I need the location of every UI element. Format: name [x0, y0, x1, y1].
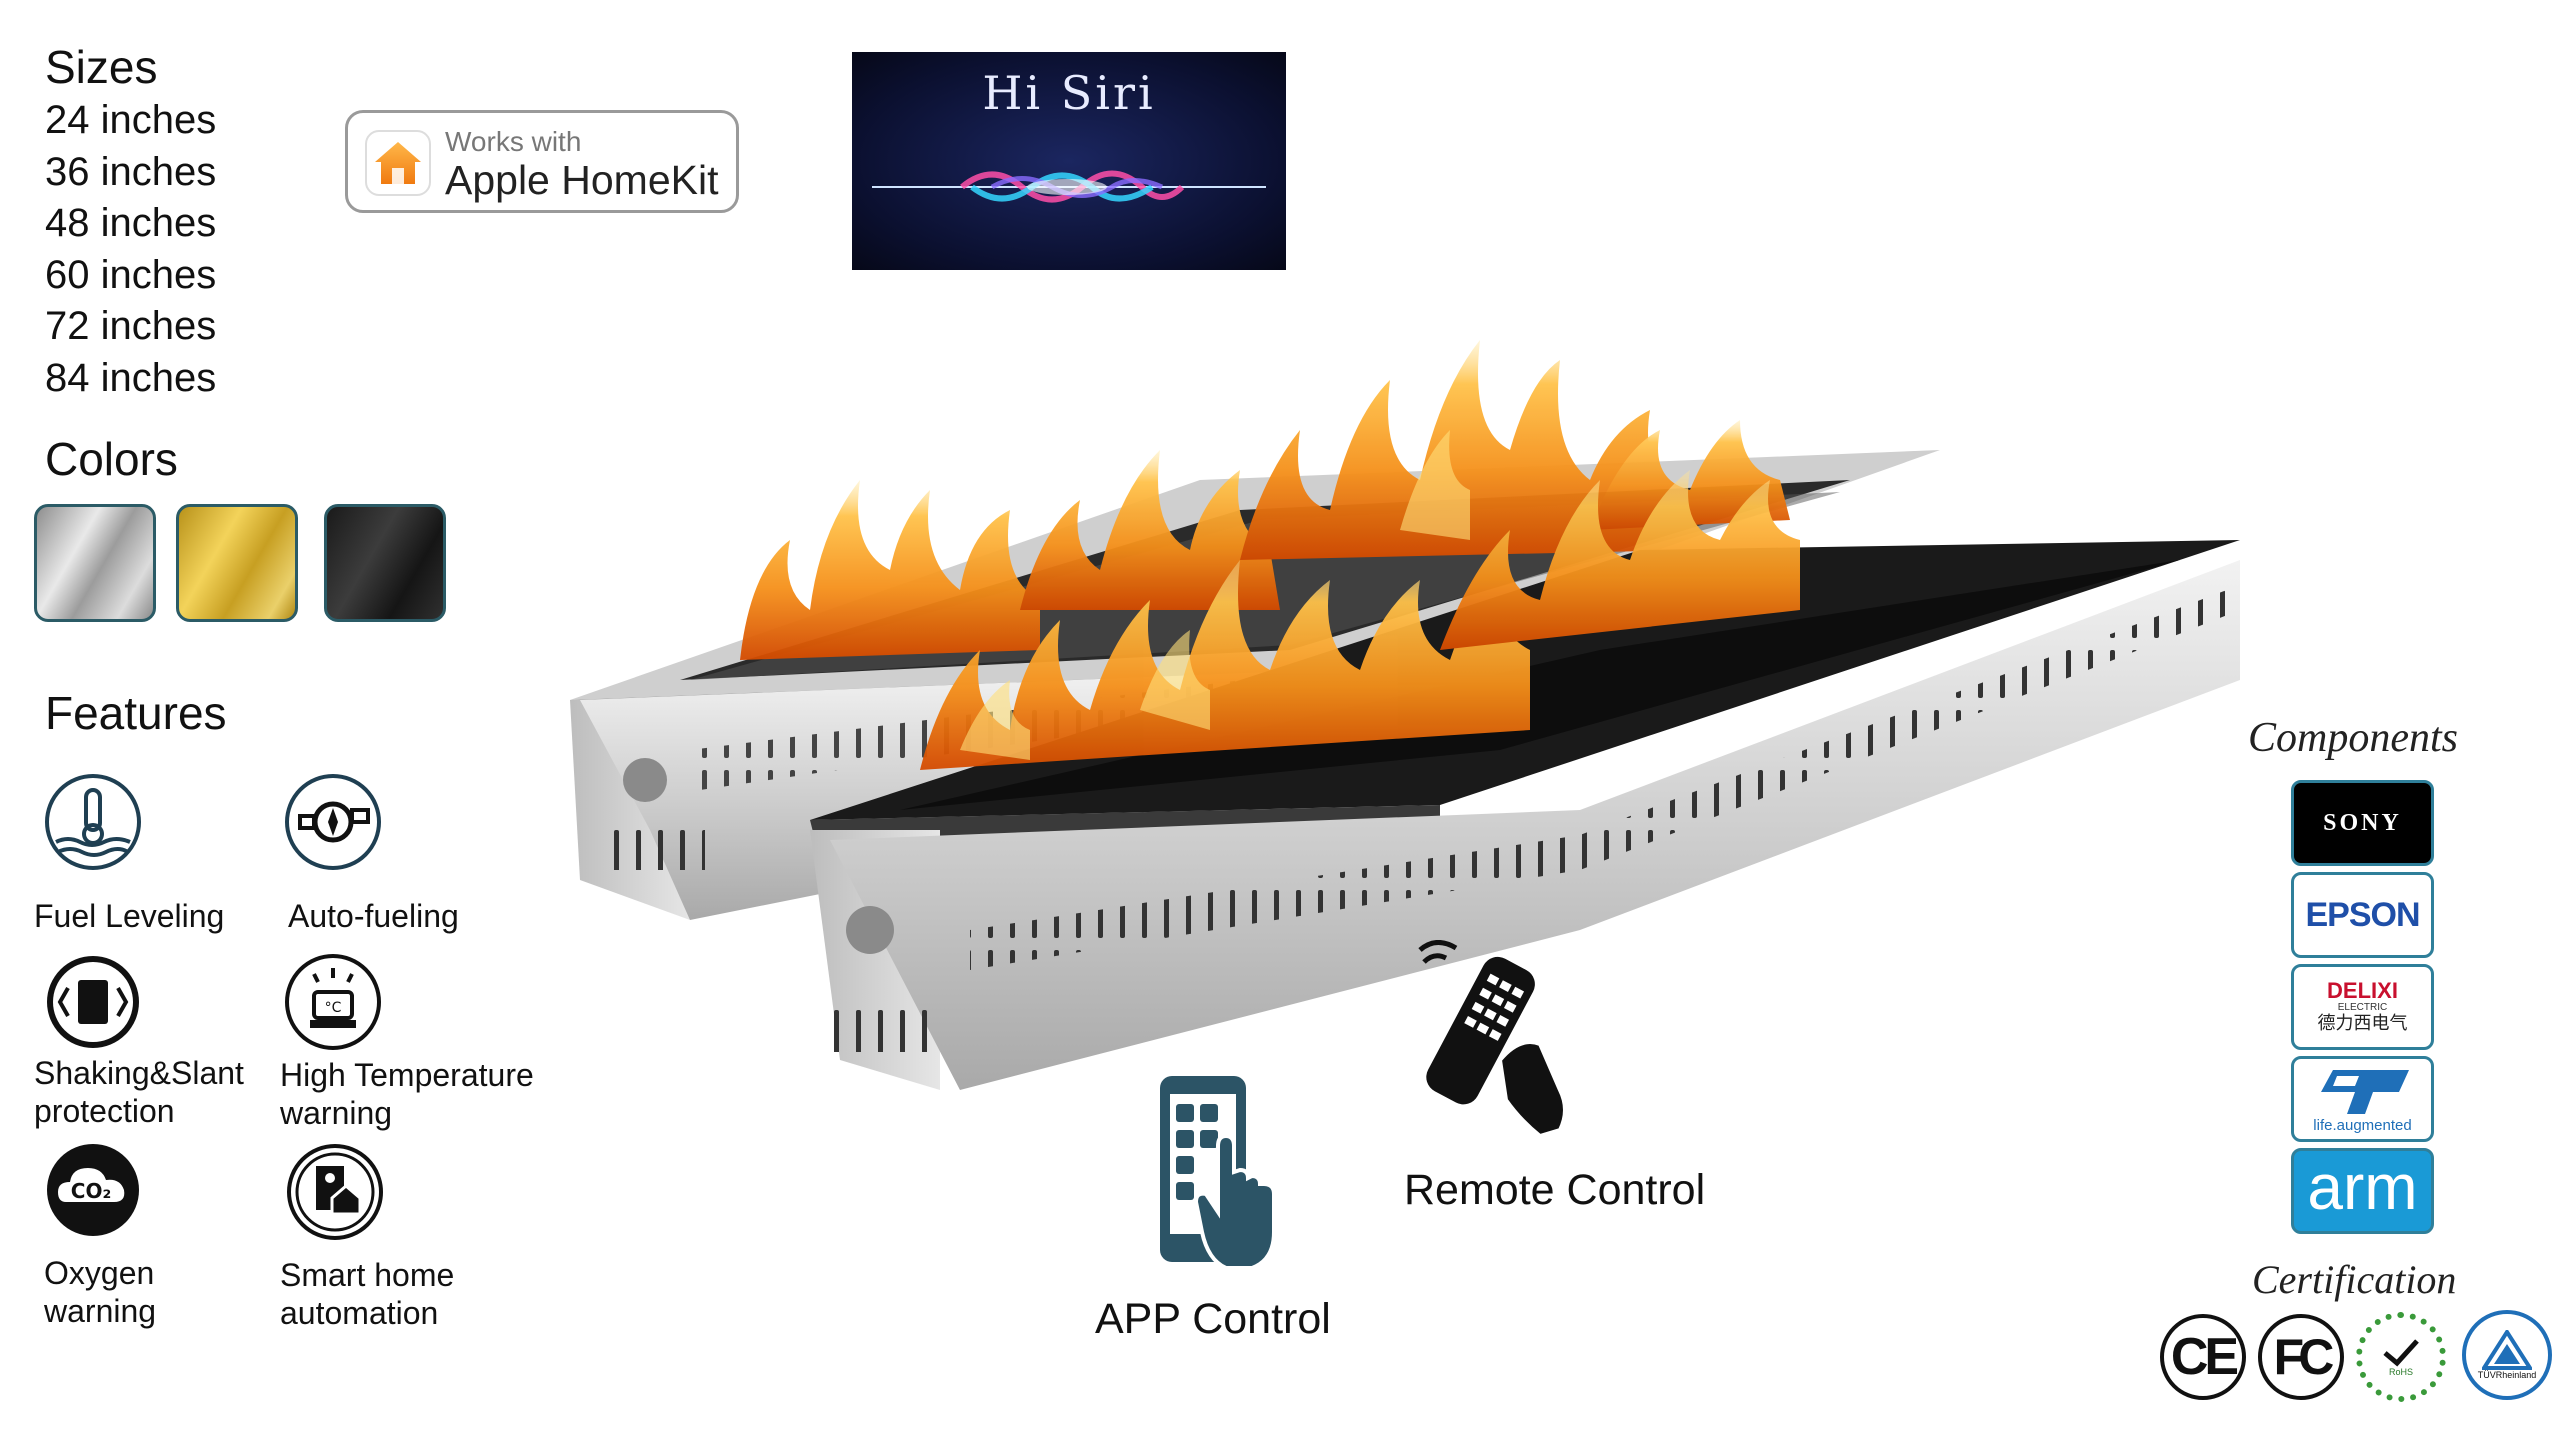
- cert-rohs-mark: RoHS: [2356, 1312, 2446, 1402]
- cert-fc-mark: FC: [2258, 1314, 2344, 1400]
- phone-app-icon: [1160, 1076, 1276, 1270]
- temperature-alarm-icon: °C: [285, 954, 381, 1050]
- size-item: 48 inches: [45, 201, 217, 245]
- features-title: Features: [45, 687, 227, 739]
- cert-tuv-mark: TÜVRheinland: [2462, 1310, 2552, 1400]
- shake-icon: [47, 956, 139, 1048]
- remote-control-icon: [1418, 940, 1567, 1139]
- sizes-list: 24 inches 36 inches 48 inches 60 inches …: [45, 95, 216, 404]
- homekit-small-text: Works with: [445, 126, 582, 157]
- certification-title: Certification: [2252, 1257, 2457, 1302]
- co2-icon: CO₂: [47, 1144, 139, 1236]
- pump-icon: [285, 774, 381, 870]
- siri-wave-icon: [872, 170, 1266, 203]
- brand-logo-sony: SONY: [2291, 780, 2434, 866]
- st-logo-icon: [2320, 1069, 2409, 1114]
- brand-logo-arm: arm: [2291, 1148, 2434, 1234]
- fireplace-burner-image: [570, 340, 2240, 1090]
- cert-ce-mark: CE: [2160, 1314, 2246, 1400]
- color-swatch-silver[interactable]: [34, 504, 156, 622]
- smart-home-icon: [287, 1144, 383, 1240]
- brand-logo-st: life.augmented: [2291, 1056, 2434, 1142]
- brand-logo-epson: EPSON: [2291, 872, 2434, 958]
- app-control-label: APP Control: [1095, 1295, 1331, 1343]
- svg-text:CO₂: CO₂: [71, 1179, 111, 1203]
- colors-title: Colors: [45, 433, 178, 485]
- size-item: 36 inches: [45, 149, 217, 194]
- remote-control-label: Remote Control: [1404, 1166, 1706, 1214]
- homekit-badge: Works with Apple HomeKit: [345, 110, 739, 213]
- feature-label: Fuel Leveling: [34, 898, 225, 934]
- color-swatch-gold[interactable]: [176, 504, 298, 622]
- siri-text: Hi Siri: [982, 66, 1156, 120]
- feature-label: Auto-fueling: [288, 898, 459, 934]
- brand-logo-delixi: DELIXI ELECTRIC 德力西电气: [2291, 964, 2434, 1050]
- svg-text:°C: °C: [325, 1000, 342, 1016]
- siri-banner: Hi Siri: [852, 52, 1286, 270]
- sizes-title: Sizes: [45, 41, 158, 93]
- thermometer-level-icon: [45, 774, 141, 870]
- size-item: 60 inches: [45, 252, 217, 297]
- home-icon: [365, 130, 431, 196]
- checkmark-icon: [2383, 1339, 2419, 1367]
- components-title: Components: [2248, 715, 2458, 761]
- size-item: 84 inches: [45, 355, 217, 400]
- tuv-triangle-icon: [2482, 1330, 2532, 1370]
- homekit-big-text: Apple HomeKit: [445, 157, 719, 203]
- size-item: 24 inches: [45, 98, 217, 142]
- size-item: 72 inches: [45, 304, 217, 348]
- color-swatch-black[interactable]: [324, 504, 446, 622]
